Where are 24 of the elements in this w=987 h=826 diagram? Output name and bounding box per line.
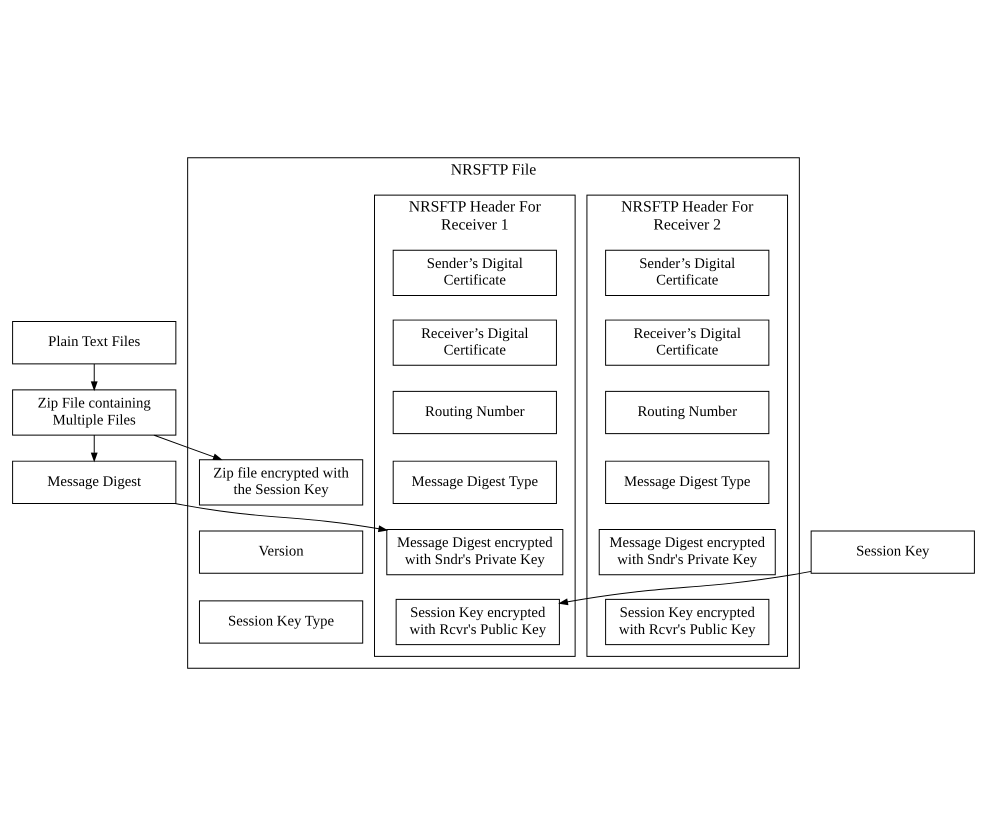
node-box: Sender’s Digital Certificate [605, 250, 770, 296]
node-box: Receiver’s Digital Certificate [605, 320, 770, 366]
node-box: Message Digest encrypted with Sndr's Private Key [598, 529, 776, 576]
node-box: Message Digest encrypted with Sndr's Private Key [386, 529, 564, 576]
node-box: Sender’s Digital Certificate [392, 250, 557, 296]
node-box: Session Key encrypted with Rcvr's Public Key [396, 598, 560, 646]
arrow [90, 364, 98, 392]
node-box: Version [198, 530, 364, 574]
node-box: Session Key Type [198, 600, 364, 644]
node-box: Routing Number [605, 390, 770, 434]
node-box: Zip File containing Multiple Files [12, 389, 176, 436]
node-box: Receiver’s Digital Certificate [392, 320, 557, 366]
node-box: Plain Text Files [12, 321, 176, 364]
arrow [558, 570, 812, 606]
arrow [153, 434, 223, 460]
node-box: Zip file encrypted with the Session Key [198, 459, 364, 506]
node-box: Session Key [810, 530, 975, 574]
node-box: Message Digest [12, 460, 176, 504]
node-box: Message Digest Type [605, 460, 770, 504]
node-box: Session Key encrypted with Rcvr's Public Key [605, 598, 770, 646]
node-box: Routing Number [392, 390, 557, 434]
arrow [174, 503, 388, 532]
node-box: Message Digest Type [392, 460, 557, 504]
arrow [90, 434, 98, 462]
